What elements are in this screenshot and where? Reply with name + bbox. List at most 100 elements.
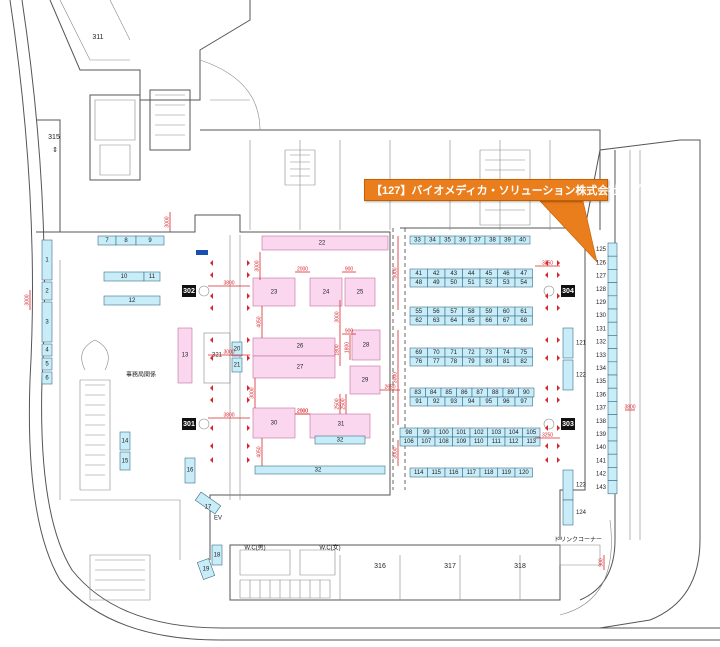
booth-117: 117: [466, 470, 476, 476]
booth-121: 121: [576, 341, 587, 347]
booth-101: 101: [456, 430, 467, 436]
dimension-label: 1800: [334, 344, 340, 355]
booth-10: 10: [121, 274, 128, 280]
booth-125-box: [607, 242, 618, 257]
booth-4: 4: [45, 348, 49, 354]
booth-138: 138: [596, 419, 607, 425]
booth-102: 102: [474, 430, 485, 436]
booth-141-box: [607, 453, 618, 468]
booth-69: 69: [415, 350, 422, 356]
booth-86: 86: [461, 390, 468, 396]
room-317: 317: [444, 563, 456, 570]
booth-68-box: [514, 315, 533, 326]
booth-79: 79: [468, 359, 475, 365]
booth-76: 76: [415, 359, 422, 365]
dimension-label: 3000: [24, 294, 30, 305]
booth-137-box: [607, 401, 618, 415]
booth-45: 45: [485, 271, 492, 277]
booth-120: 120: [519, 470, 530, 476]
booth-5: 5: [45, 362, 49, 368]
booth-11: 11: [149, 274, 156, 280]
booth-125: 125: [596, 247, 607, 253]
booth-128: 128: [596, 287, 607, 293]
booth-72: 72: [468, 350, 475, 356]
booth-321: 321: [212, 353, 223, 359]
booth-34: 34: [429, 238, 436, 244]
booth-135-box: [607, 374, 618, 389]
booth-44: 44: [468, 271, 475, 277]
booth-50: 50: [450, 280, 457, 286]
pillar-304: [561, 285, 575, 297]
booth-127: 127: [596, 274, 607, 280]
booth-132: 132: [596, 340, 607, 346]
booth-90: 90: [523, 390, 530, 396]
booth-81: 81: [503, 359, 510, 365]
dimension-label: 3000: [223, 349, 234, 355]
booth-20: 20: [234, 347, 241, 353]
booth-104: 104: [509, 430, 520, 436]
svg-text:303: 303: [562, 421, 574, 428]
booth-123-box: [562, 469, 574, 501]
booth-47: 47: [520, 271, 527, 277]
booth-99: 99: [423, 430, 430, 436]
booth-41: 41: [415, 271, 422, 277]
booth-3: 3: [45, 320, 49, 326]
booth-80: 80: [485, 359, 492, 365]
ev-label: EV: [214, 516, 222, 522]
booth-94: 94: [468, 399, 475, 405]
booth-87: 87: [476, 390, 483, 396]
booth-89: 89: [507, 390, 514, 396]
dimension-label: 900: [345, 328, 354, 334]
booth-111: 111: [492, 439, 502, 445]
dimension-label: 2500: [334, 398, 340, 409]
booths-32: 32 32: [254, 435, 386, 475]
dimension-label: 2000: [297, 408, 308, 414]
booth-116: 116: [449, 470, 459, 476]
booth-9: 9: [148, 238, 152, 244]
wc-male-label: W.C(男): [244, 545, 265, 552]
booth-123: 123: [576, 483, 587, 489]
booth-25: 25: [357, 290, 364, 296]
booth-122: 122: [576, 373, 587, 379]
booth-28: 28: [363, 343, 370, 349]
room-318: 318: [514, 563, 526, 570]
booth-18: 18: [214, 553, 221, 559]
booth-91: 91: [415, 399, 422, 405]
booth-128-box: [607, 282, 618, 297]
booth-137: 137: [596, 406, 607, 412]
booth-22: 22: [319, 241, 326, 247]
booth-103: 103: [491, 430, 502, 436]
booth-75: 75: [520, 350, 527, 356]
booth-129-box: [607, 295, 618, 310]
booth-119: 119: [501, 470, 511, 476]
dimension-label: 2000: [297, 266, 308, 272]
dimension-label: 1800: [344, 342, 350, 353]
booth-49: 49: [433, 280, 440, 286]
booth-61: 61: [520, 309, 527, 315]
booth-140: 140: [596, 445, 607, 451]
callout-pointer: [539, 200, 598, 264]
booth-98: 98: [405, 430, 412, 436]
dimension-label: 4050: [256, 316, 262, 327]
room-311: 311: [92, 34, 103, 41]
booth-57: 57: [450, 309, 457, 315]
dimension-label: 3000: [164, 216, 170, 227]
booth-15: 15: [122, 459, 129, 465]
booth-60: 60: [503, 309, 510, 315]
booths-misc: 13 14 15 16 17 18 19 20 21 321: [119, 250, 243, 580]
booth-27: 27: [297, 365, 304, 371]
booth-134: 134: [596, 366, 607, 372]
booth-120-box: [514, 467, 533, 478]
booth-109: 109: [456, 439, 467, 445]
booth-118: 118: [484, 470, 494, 476]
svg-text:304: 304: [562, 288, 574, 295]
booth-133: 133: [596, 353, 607, 359]
booth-130-box: [607, 308, 618, 323]
dimension-label: 3000: [249, 387, 255, 398]
booth-97-box: [514, 396, 533, 407]
booth-133-box: [607, 348, 618, 363]
booth-14: 14: [122, 439, 129, 445]
booth-39: 39: [504, 238, 511, 244]
